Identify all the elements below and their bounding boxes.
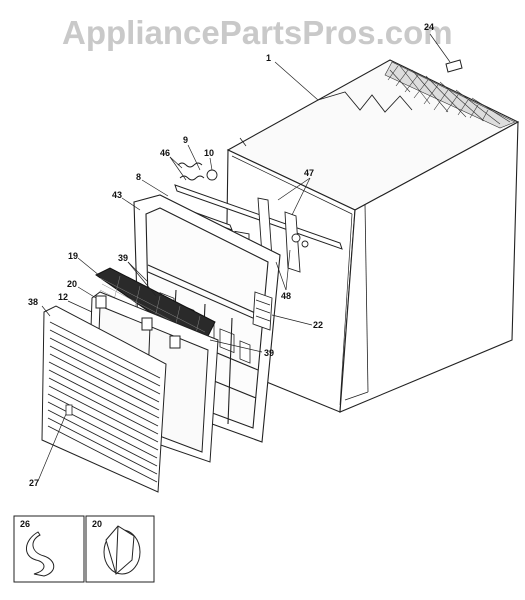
callout-46: 46 xyxy=(160,148,170,158)
callout-19: 19 xyxy=(68,251,78,261)
callout-10: 10 xyxy=(204,148,214,158)
callout-26: 26 xyxy=(20,519,30,529)
inset-26 xyxy=(13,515,85,583)
callout-24: 24 xyxy=(424,22,434,32)
callout-39-upper: 39 xyxy=(118,253,128,263)
callout-9: 9 xyxy=(183,135,188,145)
callouts: 1 24 9 10 46 47 8 43 19 39 20 12 38 22 4… xyxy=(20,22,434,529)
rear-grille-mesh xyxy=(384,61,516,129)
callout-27: 27 xyxy=(29,478,39,488)
callout-39-lower: 39 xyxy=(264,348,274,358)
callout-inset-20: 20 xyxy=(92,519,102,529)
leader-lines xyxy=(37,61,319,482)
callout-47: 47 xyxy=(304,168,314,178)
callout-48: 48 xyxy=(281,291,291,301)
callout-12: 12 xyxy=(58,292,68,302)
callout-43: 43 xyxy=(112,190,122,200)
callout-8: 8 xyxy=(136,172,141,182)
callout-1: 1 xyxy=(266,53,271,63)
callout-38: 38 xyxy=(28,297,38,307)
callout-22: 22 xyxy=(313,320,323,330)
inset-20 xyxy=(85,515,155,583)
callout-20: 20 xyxy=(67,279,77,289)
front-grille xyxy=(41,305,167,493)
part-22 xyxy=(252,291,273,331)
watermark: AppliancePartsPros.com xyxy=(62,14,453,51)
part-24 xyxy=(429,33,463,73)
